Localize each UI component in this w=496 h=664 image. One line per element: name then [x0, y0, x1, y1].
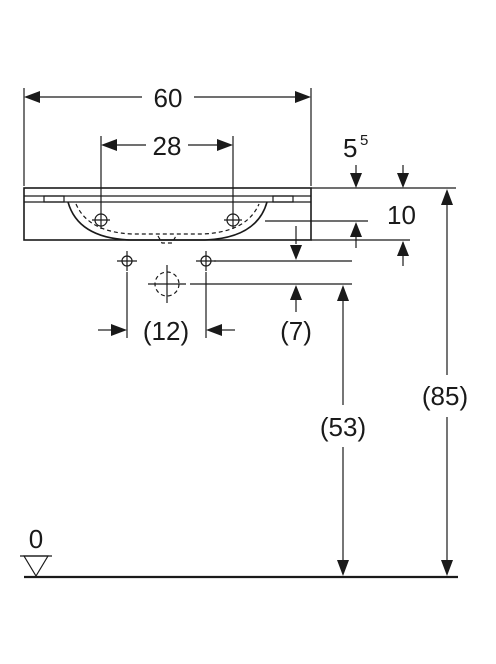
tap-spacing-label: 28	[153, 131, 182, 161]
fixing-hole-right	[196, 251, 216, 271]
dimension-waste-offset: (7)	[280, 226, 312, 346]
tap-hole-left	[92, 211, 110, 229]
arrow-down	[397, 173, 409, 188]
floor-level-triangle-icon	[22, 555, 50, 578]
arrow-down	[441, 560, 453, 576]
arrow-up	[290, 285, 302, 300]
waste-offset-label: (7)	[280, 316, 312, 346]
arrow-right	[111, 324, 127, 336]
arrow-right	[217, 139, 233, 151]
floor-level-label: 0	[29, 524, 43, 554]
dimension-rim-thickness: 5 5	[311, 132, 456, 189]
waste-outlet	[148, 265, 186, 303]
total-height-label: (85)	[422, 381, 468, 411]
waste-spacing-label: (12)	[143, 316, 189, 346]
arrow-up	[337, 285, 349, 301]
washbasin	[23, 187, 312, 244]
drain-hint	[157, 235, 177, 244]
arrow-down	[290, 245, 302, 260]
floor-level: 0	[20, 524, 458, 579]
arrow-down	[350, 173, 362, 188]
rim-thickness-label: 5	[343, 133, 357, 163]
arrow-left	[101, 139, 117, 151]
rim-slot-right	[272, 195, 294, 203]
arrow-right	[295, 91, 311, 103]
rim-thickness-superscript: 5	[360, 132, 368, 149]
arrow-left	[206, 324, 222, 336]
tap-hole-right	[224, 211, 242, 229]
arrow-down	[337, 560, 349, 576]
dimension-tap-spacing: 28	[100, 131, 234, 211]
dimension-total-height: (85)	[422, 189, 468, 576]
basin-hidden-bowl	[75, 203, 260, 235]
arrow-up	[441, 189, 453, 205]
dimension-waste-height: (53)	[320, 285, 366, 576]
dimension-overall-width: 60	[23, 83, 312, 186]
overall-width-label: 60	[154, 83, 183, 113]
arrow-left	[24, 91, 40, 103]
basin-bowl	[67, 201, 268, 241]
waste-height-label: (53)	[320, 412, 366, 442]
arrow-up	[397, 241, 409, 256]
rim-slot-left	[43, 195, 65, 203]
fixing-hole-left	[117, 251, 137, 271]
basin-depth-label: 10	[387, 200, 416, 230]
dimension-waste-spacing: (12)	[98, 272, 235, 346]
arrow-up	[350, 222, 362, 237]
dimension-basin-depth: 10	[265, 200, 416, 266]
